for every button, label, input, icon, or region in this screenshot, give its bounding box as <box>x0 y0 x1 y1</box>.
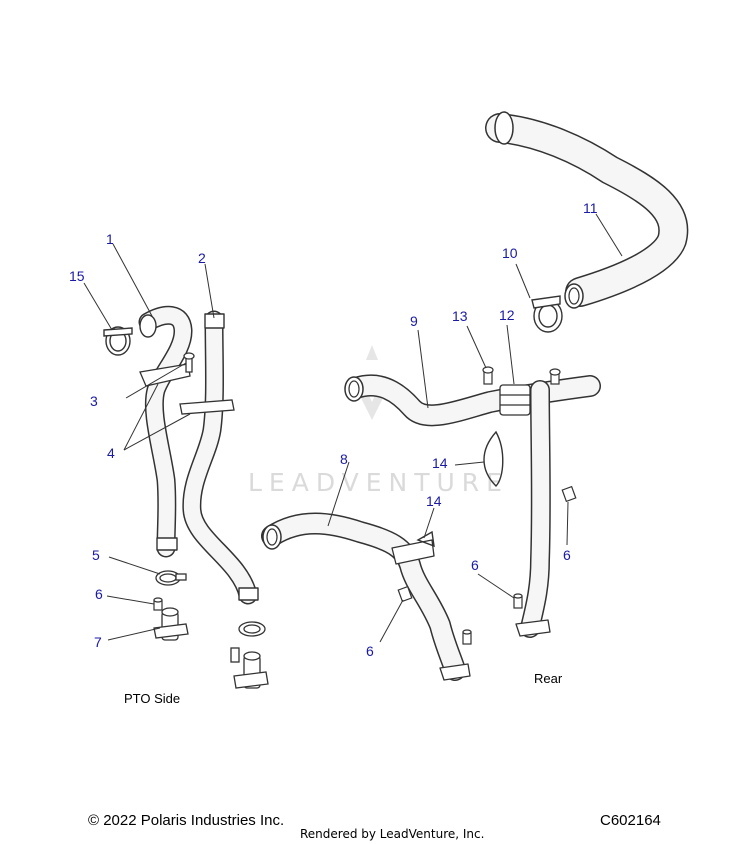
callout-6-right: 6 <box>563 547 571 563</box>
bolt-6-center <box>397 585 413 603</box>
bolt-rear-top <box>549 368 561 385</box>
bracket-hose-2 <box>179 399 235 415</box>
callout-10: 10 <box>502 245 518 261</box>
callouts: 1 2 3 4 5 6 6 6 6 7 8 9 10 11 12 13 14 1… <box>69 200 598 659</box>
callout-12: 12 <box>499 307 515 323</box>
footer-copyright: © 2022 Polaris Industries Inc. <box>88 812 285 829</box>
callout-9: 9 <box>410 313 418 329</box>
watermark: LEADVENTURE <box>248 345 509 497</box>
callout-11: 11 <box>583 200 598 216</box>
bolt-6-rear-lower <box>513 593 523 609</box>
leader-lines <box>83 213 623 643</box>
callout-14-center: 14 <box>426 493 442 509</box>
callout-8: 8 <box>340 451 348 467</box>
callout-2: 2 <box>198 250 206 266</box>
hose-11 <box>485 111 689 309</box>
clamp-5 <box>155 570 187 586</box>
hose-9 <box>344 374 601 638</box>
clamp-center-lower <box>238 621 266 637</box>
clamp-10 <box>531 295 563 333</box>
callout-13: 13 <box>452 308 468 324</box>
callout-7: 7 <box>94 634 102 650</box>
bolt-13 <box>482 366 494 385</box>
callout-6-left: 6 <box>95 586 103 602</box>
callout-14-rear: 14 <box>432 455 448 471</box>
watermark-text: LEADVENTURE <box>248 468 509 497</box>
fitting-center-lower <box>230 647 269 689</box>
note-rear: Rear <box>534 671 563 686</box>
bracket-12 <box>499 384 531 416</box>
hose-2 <box>182 310 259 605</box>
bolt-6-hose8-end <box>462 629 472 645</box>
note-pto-side: PTO Side <box>124 691 180 706</box>
strap-14-rear <box>483 430 504 487</box>
callout-6-rear: 6 <box>471 557 479 573</box>
callout-1: 1 <box>106 231 114 247</box>
fitting-7 <box>153 607 189 641</box>
callout-5: 5 <box>92 547 100 563</box>
hose-8 <box>261 512 471 681</box>
callout-3: 3 <box>90 393 98 409</box>
footer-diagram-code: C602164 <box>600 812 661 829</box>
footer-rendered-by: Rendered by LeadVenture, Inc. <box>300 827 485 841</box>
hose-1 <box>138 305 193 558</box>
callout-6-center: 6 <box>366 643 374 659</box>
bolt-6-left <box>153 597 163 611</box>
clamp-15 <box>103 326 133 356</box>
callout-4: 4 <box>107 445 115 461</box>
bolt-6-rear <box>561 485 577 503</box>
callout-15: 15 <box>69 268 85 284</box>
